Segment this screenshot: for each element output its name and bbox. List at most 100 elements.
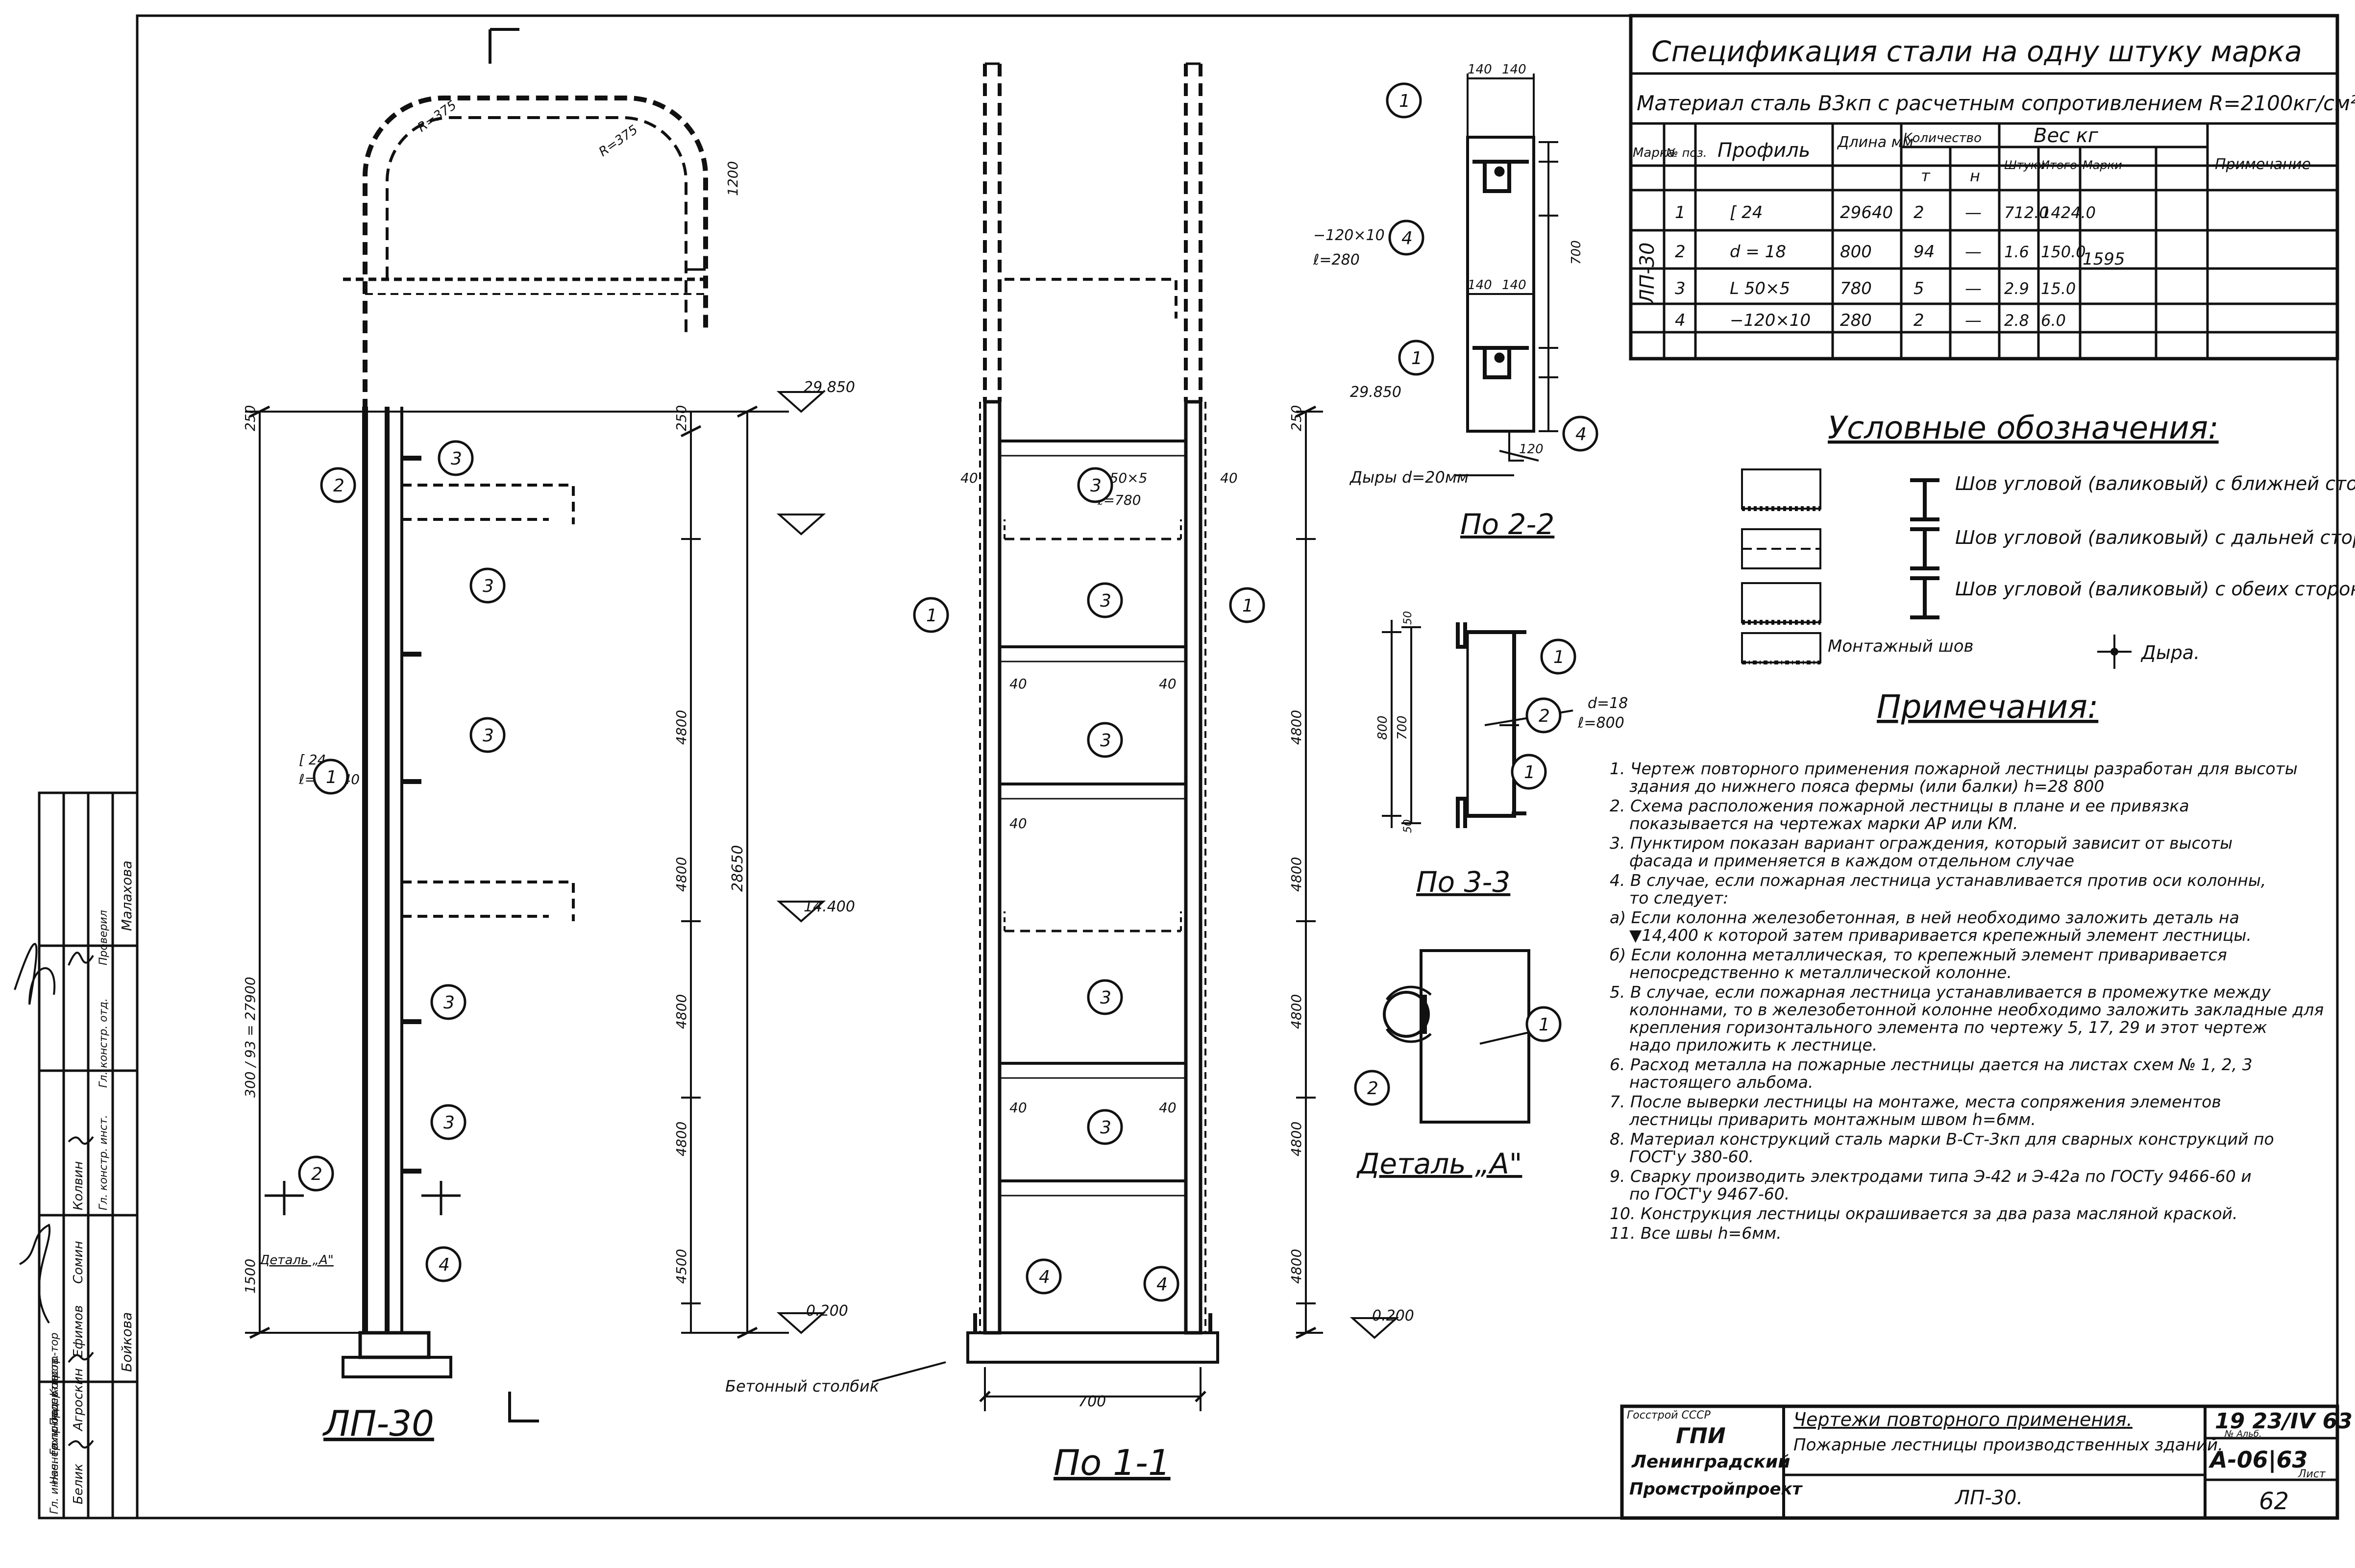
note-line: по ГОСТ'у 9467-60.: [1629, 1184, 1790, 1203]
dim-edge-4: 40: [1159, 676, 1177, 692]
callout-circle: [1229, 587, 1265, 623]
dim-edge-1: 40: [960, 470, 978, 486]
spec-total-mark: 1595: [2083, 249, 2125, 269]
note-line: 7. После выверки лестницы на монтаже, ме…: [1610, 1092, 2221, 1111]
note-line: а) Если колонна железобетонная, в ней не…: [1610, 908, 2239, 927]
spec-cell-profile: L 50×5: [1730, 279, 1790, 298]
tb-sheet-no: 62: [2259, 1488, 2289, 1515]
dim-step-2: 4800: [673, 857, 689, 892]
stamp-name: Белик: [71, 1464, 86, 1504]
dim-700-a: 700: [1569, 240, 1584, 265]
tb-org4: Промстройпроект: [1629, 1479, 1803, 1499]
stamp-role: Констр-тор: [49, 1332, 61, 1396]
callout-label: 3: [443, 1113, 455, 1133]
dim-s11-1: 4800: [1288, 710, 1304, 745]
callout-circle: [1525, 1006, 1562, 1042]
spec-cell-qty-n: —: [1965, 203, 1982, 222]
spec-cell-w-item: 2.9: [2004, 279, 2029, 298]
callout-circle: [1026, 1258, 1062, 1295]
spec-cell-length: 280: [1840, 311, 1872, 330]
dim-guard: 1200: [725, 161, 741, 196]
dim-top-right: 250: [673, 405, 689, 431]
spec-head-qty-n: н: [1970, 167, 1980, 185]
spec-cell-pos: 1: [1675, 203, 1686, 222]
note-line: 5. В случае, если пожарная лестница уста…: [1610, 982, 2271, 1002]
stamp-role: Гл. инженер пр-та: [49, 1409, 61, 1514]
callout-label: 2: [333, 476, 344, 496]
stamp-role: Гл. констр. отд.: [98, 998, 110, 1088]
dim-top: 250: [242, 405, 258, 431]
legend-title: Условные обозначения:: [1828, 410, 2219, 446]
outer-frame: [136, 14, 2339, 1519]
dim-edge-3: 40: [1009, 676, 1027, 692]
elev-bottom: 0.200: [806, 1302, 848, 1320]
dim-140-c: 140: [1468, 278, 1492, 293]
callout-circle: [1087, 1109, 1123, 1145]
stamp-role: Гл. инж. пр-та: [49, 1374, 61, 1455]
dim-width: 700: [1078, 1393, 1106, 1410]
dim-s11-4: 4800: [1288, 1122, 1304, 1156]
tb-org2: ГПИ: [1676, 1423, 1726, 1448]
note-line: показывается на чертежах марки АР или КМ…: [1629, 814, 2018, 833]
spec-cell-qty-t: 2: [1913, 203, 1924, 222]
spec-cell-qty-t: 94: [1913, 242, 1935, 262]
callout-label: 2: [1367, 1078, 1378, 1099]
tb-org3: Ленинградский: [1631, 1452, 1790, 1472]
callout-label: 3: [1100, 1118, 1111, 1138]
spec-cell-qty-n: —: [1965, 242, 1982, 262]
callout-label: 3: [483, 576, 494, 596]
callout-circle: [430, 984, 466, 1020]
callout-label: 1: [1411, 348, 1423, 368]
note-line: настоящего альбома.: [1629, 1073, 1814, 1092]
spec-cell-w-total: 15.0: [2041, 279, 2076, 298]
elev-bottom-s11: 0.200: [1372, 1307, 1414, 1324]
note-line: колоннами, то в железобетонной колонне н…: [1629, 1000, 2324, 1019]
spec-head-notes: Примечание: [2215, 156, 2311, 173]
spec-head-w-mark: Марки: [2083, 158, 2122, 172]
callout-circle: [1087, 582, 1123, 618]
callout-circle: [1540, 638, 1576, 675]
callout-label: 3: [1090, 476, 1102, 496]
note-line: 9. Сварку производить электродами типа Э…: [1610, 1167, 2252, 1186]
label-holes: Дыры d=20мм: [1349, 468, 1469, 487]
dim-base: 1500: [242, 1259, 258, 1294]
stamp-name: Ефимов: [71, 1305, 86, 1357]
callout-circle: [1087, 722, 1123, 758]
callout-label: 3: [1100, 988, 1111, 1008]
notes-list: 1. Чертеж повторного применения пожарной…: [1610, 759, 2324, 1243]
callout-circle: [913, 597, 949, 633]
callout-circle: [313, 759, 349, 795]
spec-head-profile: Профиль: [1717, 139, 1810, 162]
spec-cell-pos: 2: [1675, 242, 1686, 262]
callout-label: 1: [1553, 647, 1565, 667]
spec-cell-profile: −120×10: [1730, 311, 1811, 330]
label-detail-ref: Деталь „А": [259, 1253, 334, 1268]
spec-cell-length: 780: [1840, 279, 1872, 298]
callout-label: 3: [1100, 731, 1111, 751]
spec-cell-length: 29640: [1840, 203, 1893, 222]
dim-s11-3: 4800: [1288, 994, 1304, 1029]
spec-cell-length: 800: [1840, 242, 1872, 262]
tb-sheet-name: ЛП-30.: [1954, 1487, 2023, 1509]
view-title-detail: Деталь „А": [1356, 1147, 1522, 1180]
dim-total: 28650: [729, 845, 746, 892]
dim-140-a: 140: [1468, 62, 1492, 77]
stamp-name: Сомин: [71, 1241, 86, 1284]
dim-step-1: 4800: [673, 710, 689, 745]
stamp-name: Колвин: [71, 1161, 86, 1210]
callout-label: 1: [926, 606, 937, 626]
spec-cell-w-item: 712.0: [2004, 203, 2049, 222]
callout-circle: [1143, 1266, 1179, 1302]
callout-circle: [320, 467, 356, 503]
dim-120: 120: [1519, 442, 1544, 457]
dim-s11-top: 250: [1288, 405, 1304, 431]
tb-sheet-label: Лист: [2298, 1468, 2326, 1480]
note-line: 8. Материал конструкций сталь марки В-Ст…: [1610, 1129, 2274, 1149]
dim-700-b: 700: [1395, 715, 1410, 740]
callout-circle: [425, 1246, 462, 1282]
callout-circle: [1354, 1070, 1390, 1106]
view-title-s33: По 3-3: [1416, 865, 1510, 899]
view-title-lp30: ЛП-30: [322, 1403, 434, 1444]
